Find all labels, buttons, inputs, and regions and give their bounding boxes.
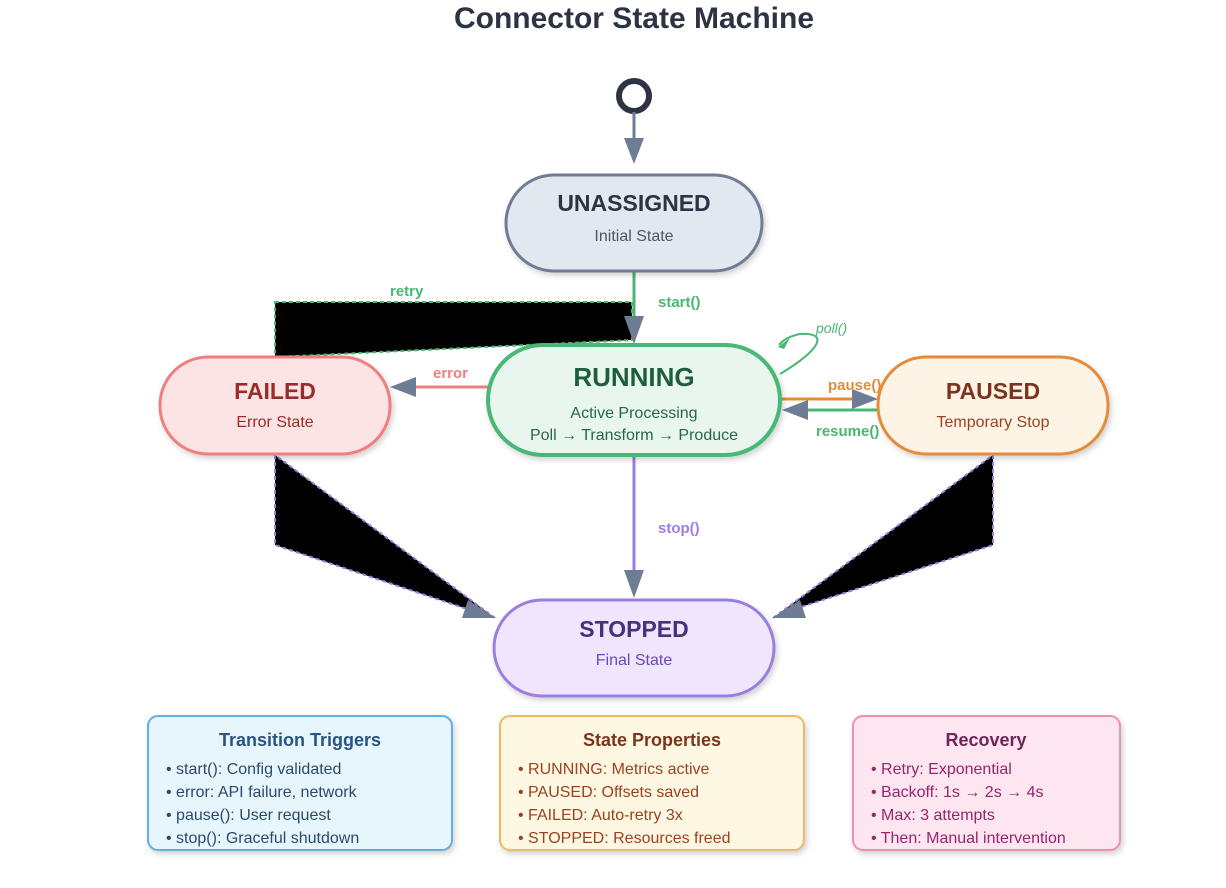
state-failed bbox=[158, 355, 392, 456]
failed-to-stopped-arrow-head bbox=[462, 600, 496, 618]
card-item: • Retry: Exponential bbox=[871, 761, 1012, 778]
state-paused-subtitle: Temporary Stop bbox=[937, 414, 1050, 431]
card-item: • start(): Config validated bbox=[166, 761, 341, 778]
start-arrow-head bbox=[624, 316, 644, 344]
state-stopped-name: STOPPED bbox=[579, 616, 689, 642]
diagram-title: Connector State Machine bbox=[454, 2, 814, 35]
card-item: • PAUSED: Offsets saved bbox=[518, 784, 699, 801]
failed-to-stopped-path bbox=[274, 453, 496, 619]
card-item: • stop(): Graceful shutdown bbox=[166, 830, 359, 847]
label-error: error bbox=[433, 365, 468, 382]
initial-state-marker bbox=[616, 78, 652, 114]
label-pause: pause() bbox=[828, 377, 881, 394]
state-unassigned bbox=[504, 173, 764, 273]
card-item: • Max: 3 attempts bbox=[871, 807, 995, 824]
card-item: • error: API failure, network bbox=[166, 784, 358, 801]
card-recovery: Recovery • Retry: Exponential • Backoff:… bbox=[852, 715, 1121, 851]
card-item: • pause(): User request bbox=[166, 807, 331, 824]
pause-arrow-head bbox=[852, 389, 878, 409]
card-item: • STOPPED: Resources freed bbox=[518, 830, 731, 847]
label-stop: stop() bbox=[658, 520, 700, 537]
paused-to-stopped-path bbox=[772, 453, 994, 619]
stop-arrow-head bbox=[624, 570, 644, 598]
card-recovery-title: Recovery bbox=[945, 730, 1026, 750]
state-unassigned-name: UNASSIGNED bbox=[557, 190, 710, 216]
poll-self-loop bbox=[778, 332, 819, 375]
state-unassigned-subtitle: Initial State bbox=[594, 228, 673, 245]
state-stopped bbox=[492, 598, 776, 698]
card-state-properties: State Properties • RUNNING: Metrics acti… bbox=[499, 715, 805, 851]
label-resume: resume() bbox=[816, 423, 879, 440]
state-failed-name: FAILED bbox=[234, 378, 316, 404]
card-transition-triggers: Transition Triggers • start(): Config va… bbox=[147, 715, 453, 851]
state-running-name: RUNNING bbox=[573, 362, 694, 392]
state-running-flow: Poll → Transform → Produce bbox=[530, 427, 738, 444]
resume-arrow-head bbox=[782, 400, 808, 420]
paused-to-stopped-arrow-head bbox=[772, 600, 806, 618]
state-paused-name: PAUSED bbox=[946, 378, 1040, 404]
poll-arrow-head bbox=[778, 338, 790, 349]
label-retry: retry bbox=[390, 283, 424, 300]
card-item: • FAILED: Auto-retry 3x bbox=[518, 807, 683, 824]
state-running bbox=[486, 343, 782, 457]
error-arrow-head bbox=[390, 377, 416, 397]
state-paused bbox=[876, 355, 1110, 456]
card-transition-triggers-title: Transition Triggers bbox=[219, 730, 381, 750]
state-running-subtitle: Active Processing bbox=[570, 405, 697, 422]
state-failed-subtitle: Error State bbox=[236, 414, 313, 431]
card-item: • Then: Manual intervention bbox=[871, 830, 1066, 847]
initial-arrow-head bbox=[624, 138, 644, 164]
label-poll: poll() bbox=[815, 320, 847, 336]
label-start: start() bbox=[658, 294, 701, 311]
state-stopped-subtitle: Final State bbox=[596, 652, 673, 669]
card-item: • RUNNING: Metrics active bbox=[518, 761, 710, 778]
card-state-properties-title: State Properties bbox=[583, 730, 721, 750]
card-item: • Backoff: 1s → 2s → 4s bbox=[871, 784, 1043, 801]
